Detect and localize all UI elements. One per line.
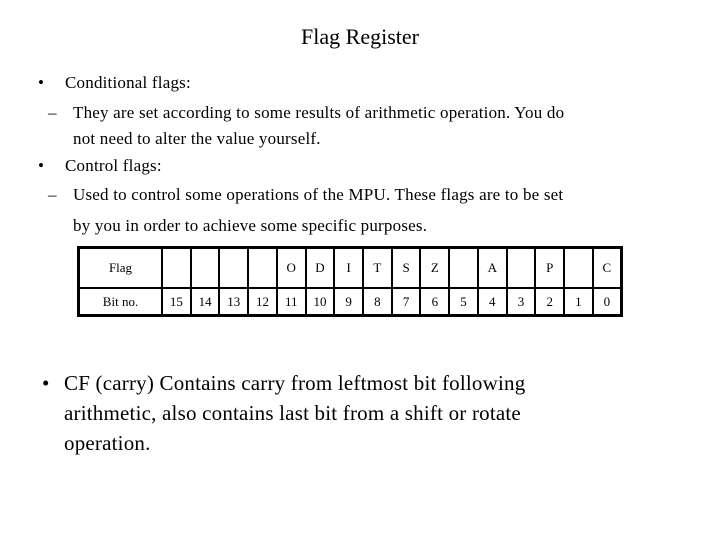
bit-cell: 12 xyxy=(247,287,278,317)
bullet-marker: • xyxy=(42,371,50,395)
bit-cell: 1 xyxy=(563,287,594,317)
bit-cell: 8 xyxy=(362,287,393,317)
flag-cell xyxy=(189,246,221,289)
bullet1-label: Conditional flags: xyxy=(65,73,191,92)
bullet3-line1: CF (carry) Contains carry from leftmost … xyxy=(64,371,526,395)
flag-cell: P xyxy=(534,246,566,289)
sub1-line1: They are set according to some results o… xyxy=(73,103,565,122)
sub2-line2: by you in order to achieve some specific… xyxy=(73,216,428,235)
dash-marker: – xyxy=(48,103,57,122)
flag-cell xyxy=(563,246,594,289)
flag-cell xyxy=(505,246,537,289)
bit-cell: 3 xyxy=(505,287,537,317)
bit-cell: 13 xyxy=(218,287,250,317)
bullet-marker: • xyxy=(38,156,45,175)
bullet2-label: Control flags: xyxy=(65,156,162,175)
flag-cell: O xyxy=(275,246,307,289)
flag-cell xyxy=(247,246,278,289)
bit-cell: 6 xyxy=(419,287,451,317)
flag-cell xyxy=(448,246,479,289)
bit-cell: 2 xyxy=(534,287,566,317)
page-title: Flag Register xyxy=(301,24,419,49)
flag-row-header: Flag xyxy=(77,246,163,289)
bit-cell: 10 xyxy=(304,287,336,317)
bullet3-line3: operation. xyxy=(64,431,151,455)
flag-cell: S xyxy=(390,246,422,289)
bit-cell: 11 xyxy=(275,287,307,317)
bit-cell: 4 xyxy=(476,287,508,317)
bit-cell: 5 xyxy=(448,287,479,317)
bit-cell: 9 xyxy=(333,287,365,317)
sub1-line2: not need to alter the value yourself. xyxy=(73,129,321,148)
bullet3-line2: arithmetic, also contains last bit from … xyxy=(64,401,521,425)
bullet-marker: • xyxy=(38,73,45,92)
sub2-line1: Used to control some operations of the M… xyxy=(73,185,564,204)
flag-cell: D xyxy=(304,246,336,289)
bit-row-header: Bit no. xyxy=(77,287,163,317)
flag-cell: C xyxy=(591,246,623,289)
flag-cell: T xyxy=(362,246,393,289)
flag-cell xyxy=(218,246,250,289)
bit-cell: 7 xyxy=(390,287,422,317)
bit-cell: 15 xyxy=(161,287,192,317)
bit-cell: 0 xyxy=(591,287,623,317)
flag-cell: I xyxy=(333,246,365,289)
flag-cell: A xyxy=(476,246,508,289)
flag-cell xyxy=(161,246,192,289)
bit-cell: 14 xyxy=(189,287,221,317)
dash-marker: – xyxy=(48,185,57,204)
flag-cell: Z xyxy=(419,246,451,289)
